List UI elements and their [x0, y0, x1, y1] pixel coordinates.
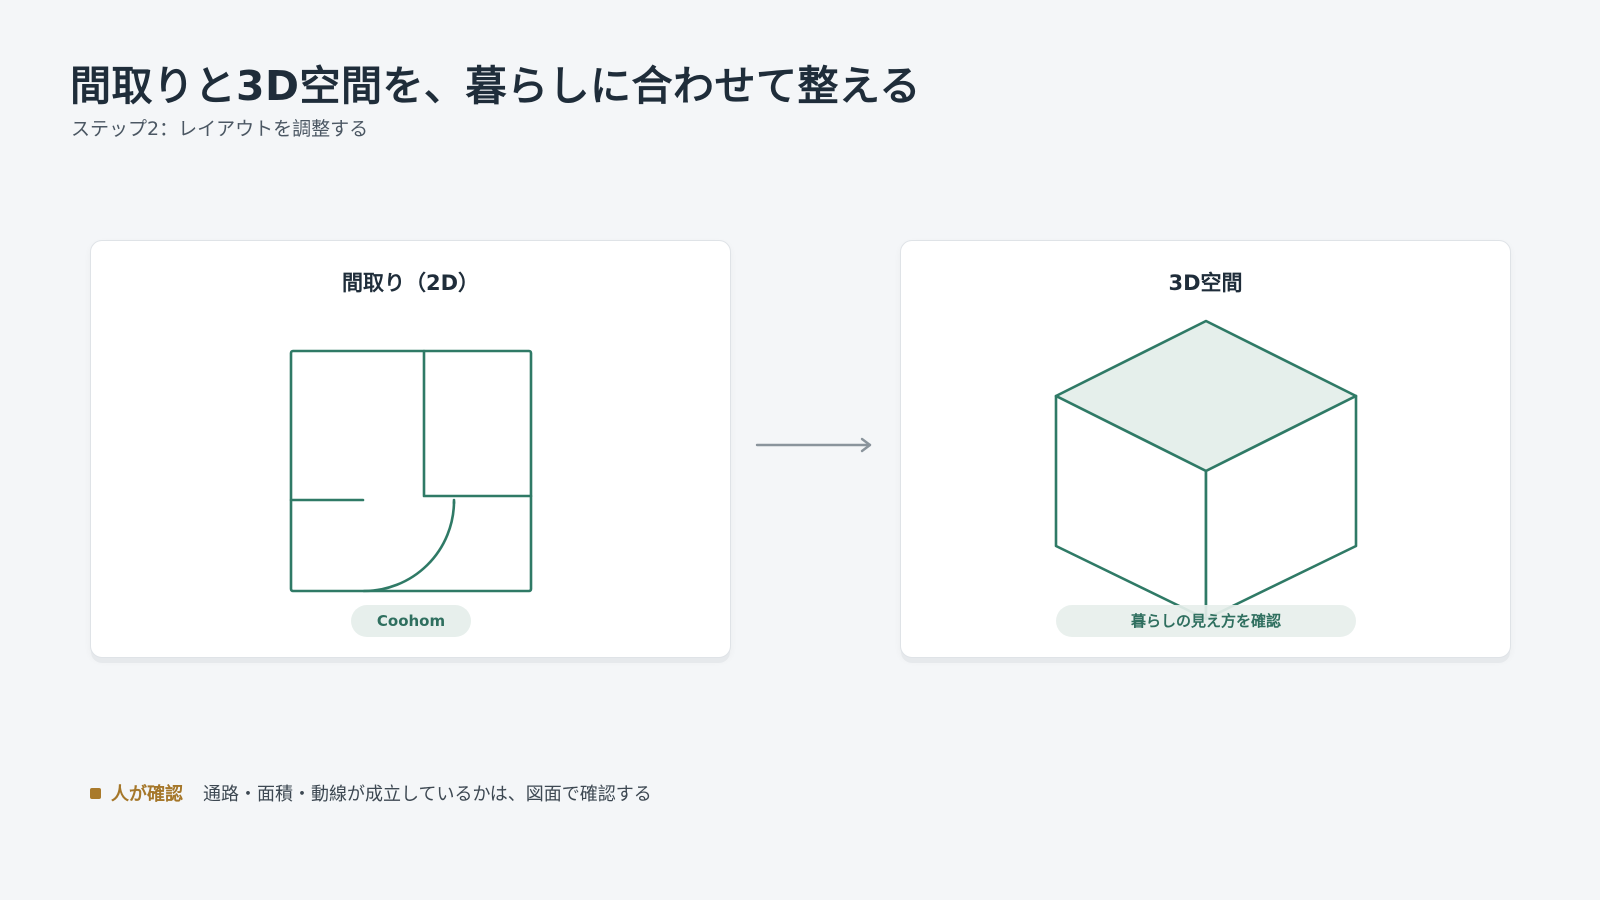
view-check-badge: 暮らしの見え方を確認	[1056, 605, 1356, 637]
tool-badge: Coohom	[351, 605, 471, 637]
note-bullet-icon	[90, 787, 101, 799]
human-check-note: 人が確認 通路・面積・動線が成立しているかは、図面で確認する	[90, 780, 652, 806]
floor-plan-room-wall	[422, 349, 533, 498]
floor-plan-card: 間取り（2D） Coohom	[90, 240, 731, 658]
floor-plan-outer-wall	[289, 349, 533, 593]
page-title: 間取りと3D空間を、暮らしに合わせて整える	[70, 62, 921, 110]
note-text: 通路・面積・動線が成立しているかは、図面で確認する	[203, 784, 652, 805]
arrow-right-icon	[755, 437, 872, 453]
floor-plan-door-arc	[362, 500, 456, 593]
floor-plan-icon	[289, 349, 533, 593]
cube-right-face	[1204, 394, 1358, 621]
space-3d-card: 3D空間 暮らしの見え方を確認	[900, 240, 1511, 658]
page-subtitle: ステップ2：レイアウトを調整する	[71, 118, 369, 140]
floor-plan-card-title: 間取り（2D）	[341, 271, 480, 295]
cube-icon	[1054, 319, 1358, 621]
space-3d-card-title: 3D空間	[1168, 271, 1243, 295]
note-label: 人が確認	[111, 784, 183, 805]
